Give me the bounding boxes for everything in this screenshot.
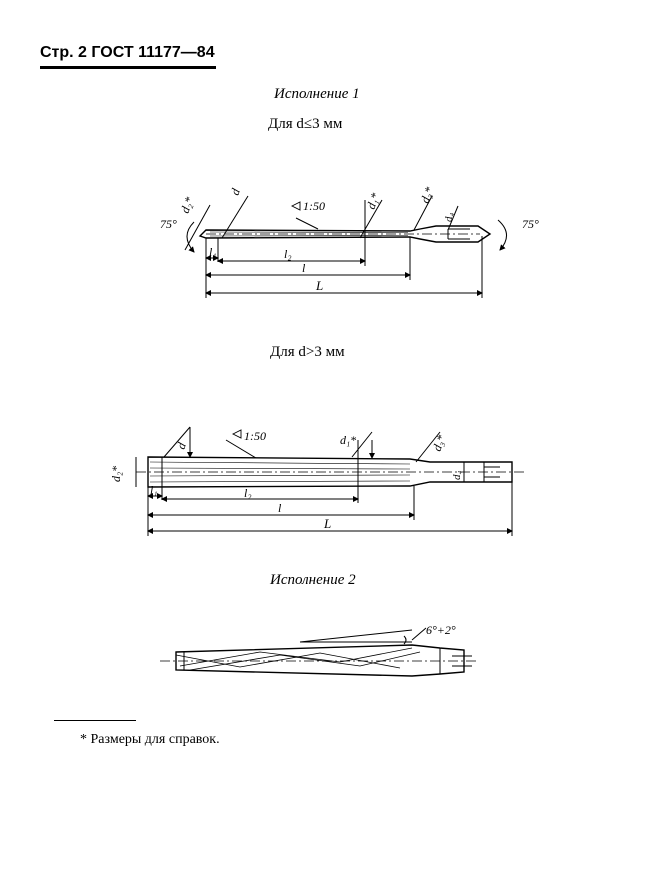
variant1-case-a: Для d≤3 мм [268,116,343,132]
footnote: * Размеры для справок. [80,732,220,747]
d2-dim-d: d [174,440,190,451]
d2-dim-L: L [323,516,331,531]
d1-dim-d1: d₁* [364,191,383,211]
page-header: Стр. 2 ГОСТ 11177—84 [40,44,215,61]
d1-dim-l1: l₁ [209,245,217,259]
d1-taper: 1:50 [303,199,325,213]
d1-dim-d: d [228,186,244,197]
d1-dim-d4: d₄ [443,213,455,223]
d1-dim-L: L [315,278,323,293]
d1-angle-left: 75° [160,217,177,231]
variant1-title: Исполнение 1 [274,86,360,102]
drawing-large-diameter [135,426,524,536]
d1-dim-d2: d₂* [178,195,197,215]
variant2-title: Исполнение 2 [270,572,356,588]
footnote-rule [54,720,136,721]
d1-dim-l2: l₂ [284,247,292,261]
d1-angle-right: 75° [522,217,539,231]
d2-taper: 1:50 [244,429,266,443]
d2-dim-d2: d₂* [109,466,123,482]
d1-dim-d3: d₃* [418,185,437,205]
drawing-small-diameter [184,195,507,298]
variant1-case-b: Для d>3 мм [270,344,345,360]
d1-dim-l: l [302,261,306,275]
d2-dim-d1: d₁* [340,433,356,447]
d2-dim-d4: d₄ [451,471,463,481]
drawing-variant2 [160,627,476,677]
d2-dim-d3: d₃* [430,433,449,453]
header-rule [40,66,216,69]
d2-dim-l2: l₂ [244,486,252,500]
d3-angle: 6°+2° [426,623,456,637]
d2-dim-l1: l₁ [150,483,158,497]
d2-dim-l: l [278,501,282,515]
